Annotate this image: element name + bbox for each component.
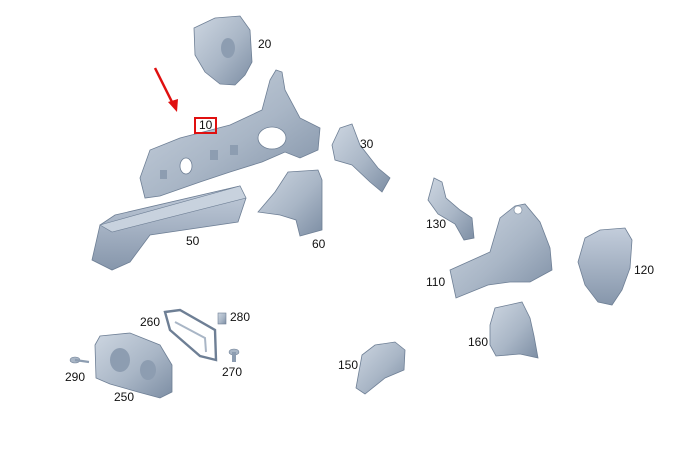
part-260-shape[interactable] <box>163 308 218 362</box>
part-160-shape[interactable] <box>489 301 539 359</box>
part-290-shape[interactable] <box>69 356 90 364</box>
part-130-shape[interactable] <box>427 177 475 241</box>
pointer-arrow-icon <box>153 67 178 112</box>
part-label-120[interactable]: 120 <box>634 263 655 277</box>
part-label-20[interactable]: 20 <box>258 37 272 51</box>
part-280-shape[interactable] <box>217 312 227 325</box>
part-120-shape[interactable] <box>577 227 633 306</box>
part-label-150[interactable]: 150 <box>338 358 359 372</box>
part-110-shape[interactable] <box>449 203 553 299</box>
part-270-shape[interactable] <box>228 348 240 362</box>
part-250-shape[interactable] <box>94 332 173 399</box>
part-label-110[interactable]: 110 <box>426 275 446 289</box>
part-50-shape[interactable] <box>91 185 247 271</box>
part-label-50[interactable]: 50 <box>186 234 200 248</box>
part-label-270[interactable]: 270 <box>222 365 243 379</box>
part-60-shape[interactable] <box>257 169 323 237</box>
part-10-shape[interactable] <box>139 69 321 199</box>
part-20-shape[interactable] <box>193 15 253 86</box>
part-label-160[interactable]: 160 <box>468 335 489 349</box>
part-label-290[interactable]: 290 <box>65 370 86 384</box>
part-label-30[interactable]: 30 <box>360 137 374 151</box>
part-label-60[interactable]: 60 <box>312 237 326 251</box>
part-30-shape[interactable] <box>331 123 391 193</box>
part-label-130[interactable]: 130 <box>426 217 447 231</box>
part-label-10[interactable]: 10 <box>194 117 218 134</box>
part-label-260[interactable]: 260 <box>140 315 161 329</box>
part-label-280[interactable]: 280 <box>230 310 251 324</box>
part-label-250[interactable]: 250 <box>114 390 135 404</box>
part-150-shape[interactable] <box>355 341 406 395</box>
